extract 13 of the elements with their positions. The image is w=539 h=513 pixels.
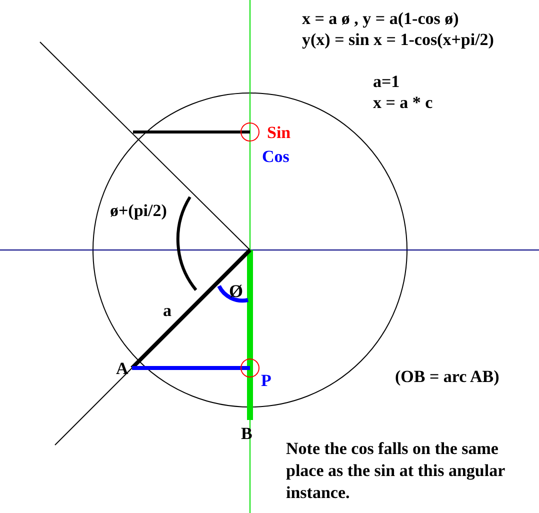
note-text: (OB = arc AB) (395, 366, 500, 388)
formula-text: x = a ø , y = a(1-cos ø) (302, 8, 459, 30)
radius-label: a (163, 300, 172, 322)
formula-text: x = a * c (373, 92, 433, 114)
formula-text: a=1 (373, 71, 400, 93)
point-label: P (261, 370, 272, 392)
note-text: Note the cos falls on the same place as the sin at this angular instance. (286, 438, 506, 504)
sine-label: Sin (267, 122, 291, 144)
formula-text: y(x) = sin x = 1-cos(x+pi/2) (302, 29, 494, 51)
angle-label: Ø (229, 280, 244, 303)
cosine-label: Cos (262, 146, 290, 168)
point-label: A (116, 358, 128, 380)
angle-label: ø+(pi/2) (110, 200, 167, 222)
